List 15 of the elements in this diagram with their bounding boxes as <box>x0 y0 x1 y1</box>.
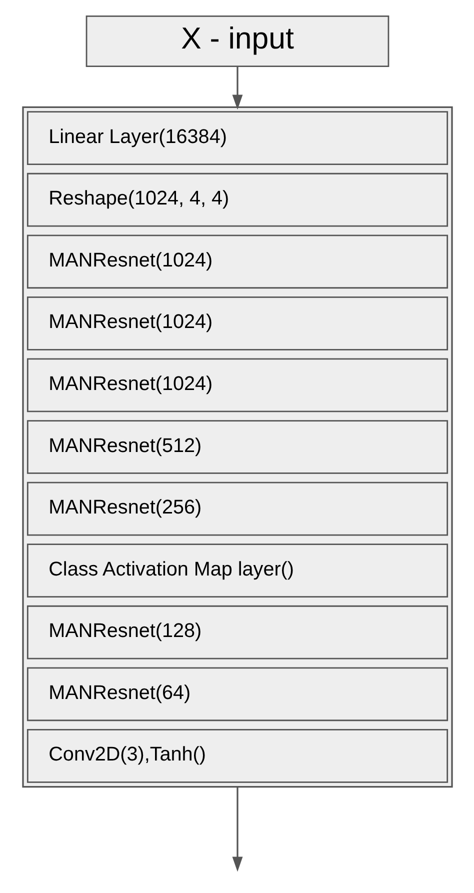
node-box: Linear Layer(16384) <box>26 110 448 164</box>
node-box: MANResnet(256) <box>26 481 448 536</box>
node-box: MANResnet(1024) <box>26 296 448 350</box>
node-box: MANResnet(64) <box>26 666 448 721</box>
cluster <box>22 106 452 788</box>
arrow <box>232 66 242 110</box>
node-box: Reshape(1024, 4, 4) <box>26 172 448 226</box>
node-box: X - input <box>85 15 389 67</box>
arrow <box>232 786 242 872</box>
node-box: MANResnet(128) <box>26 604 448 659</box>
node-box: MANResnet(1024) <box>26 234 448 288</box>
node-box: MANResnet(512) <box>26 420 448 474</box>
node-box: Conv2D(3),Tanh() <box>26 728 448 782</box>
node-box: Class Activation Map layer() <box>26 543 448 597</box>
node-box: MANResnet(1024) <box>26 358 448 412</box>
